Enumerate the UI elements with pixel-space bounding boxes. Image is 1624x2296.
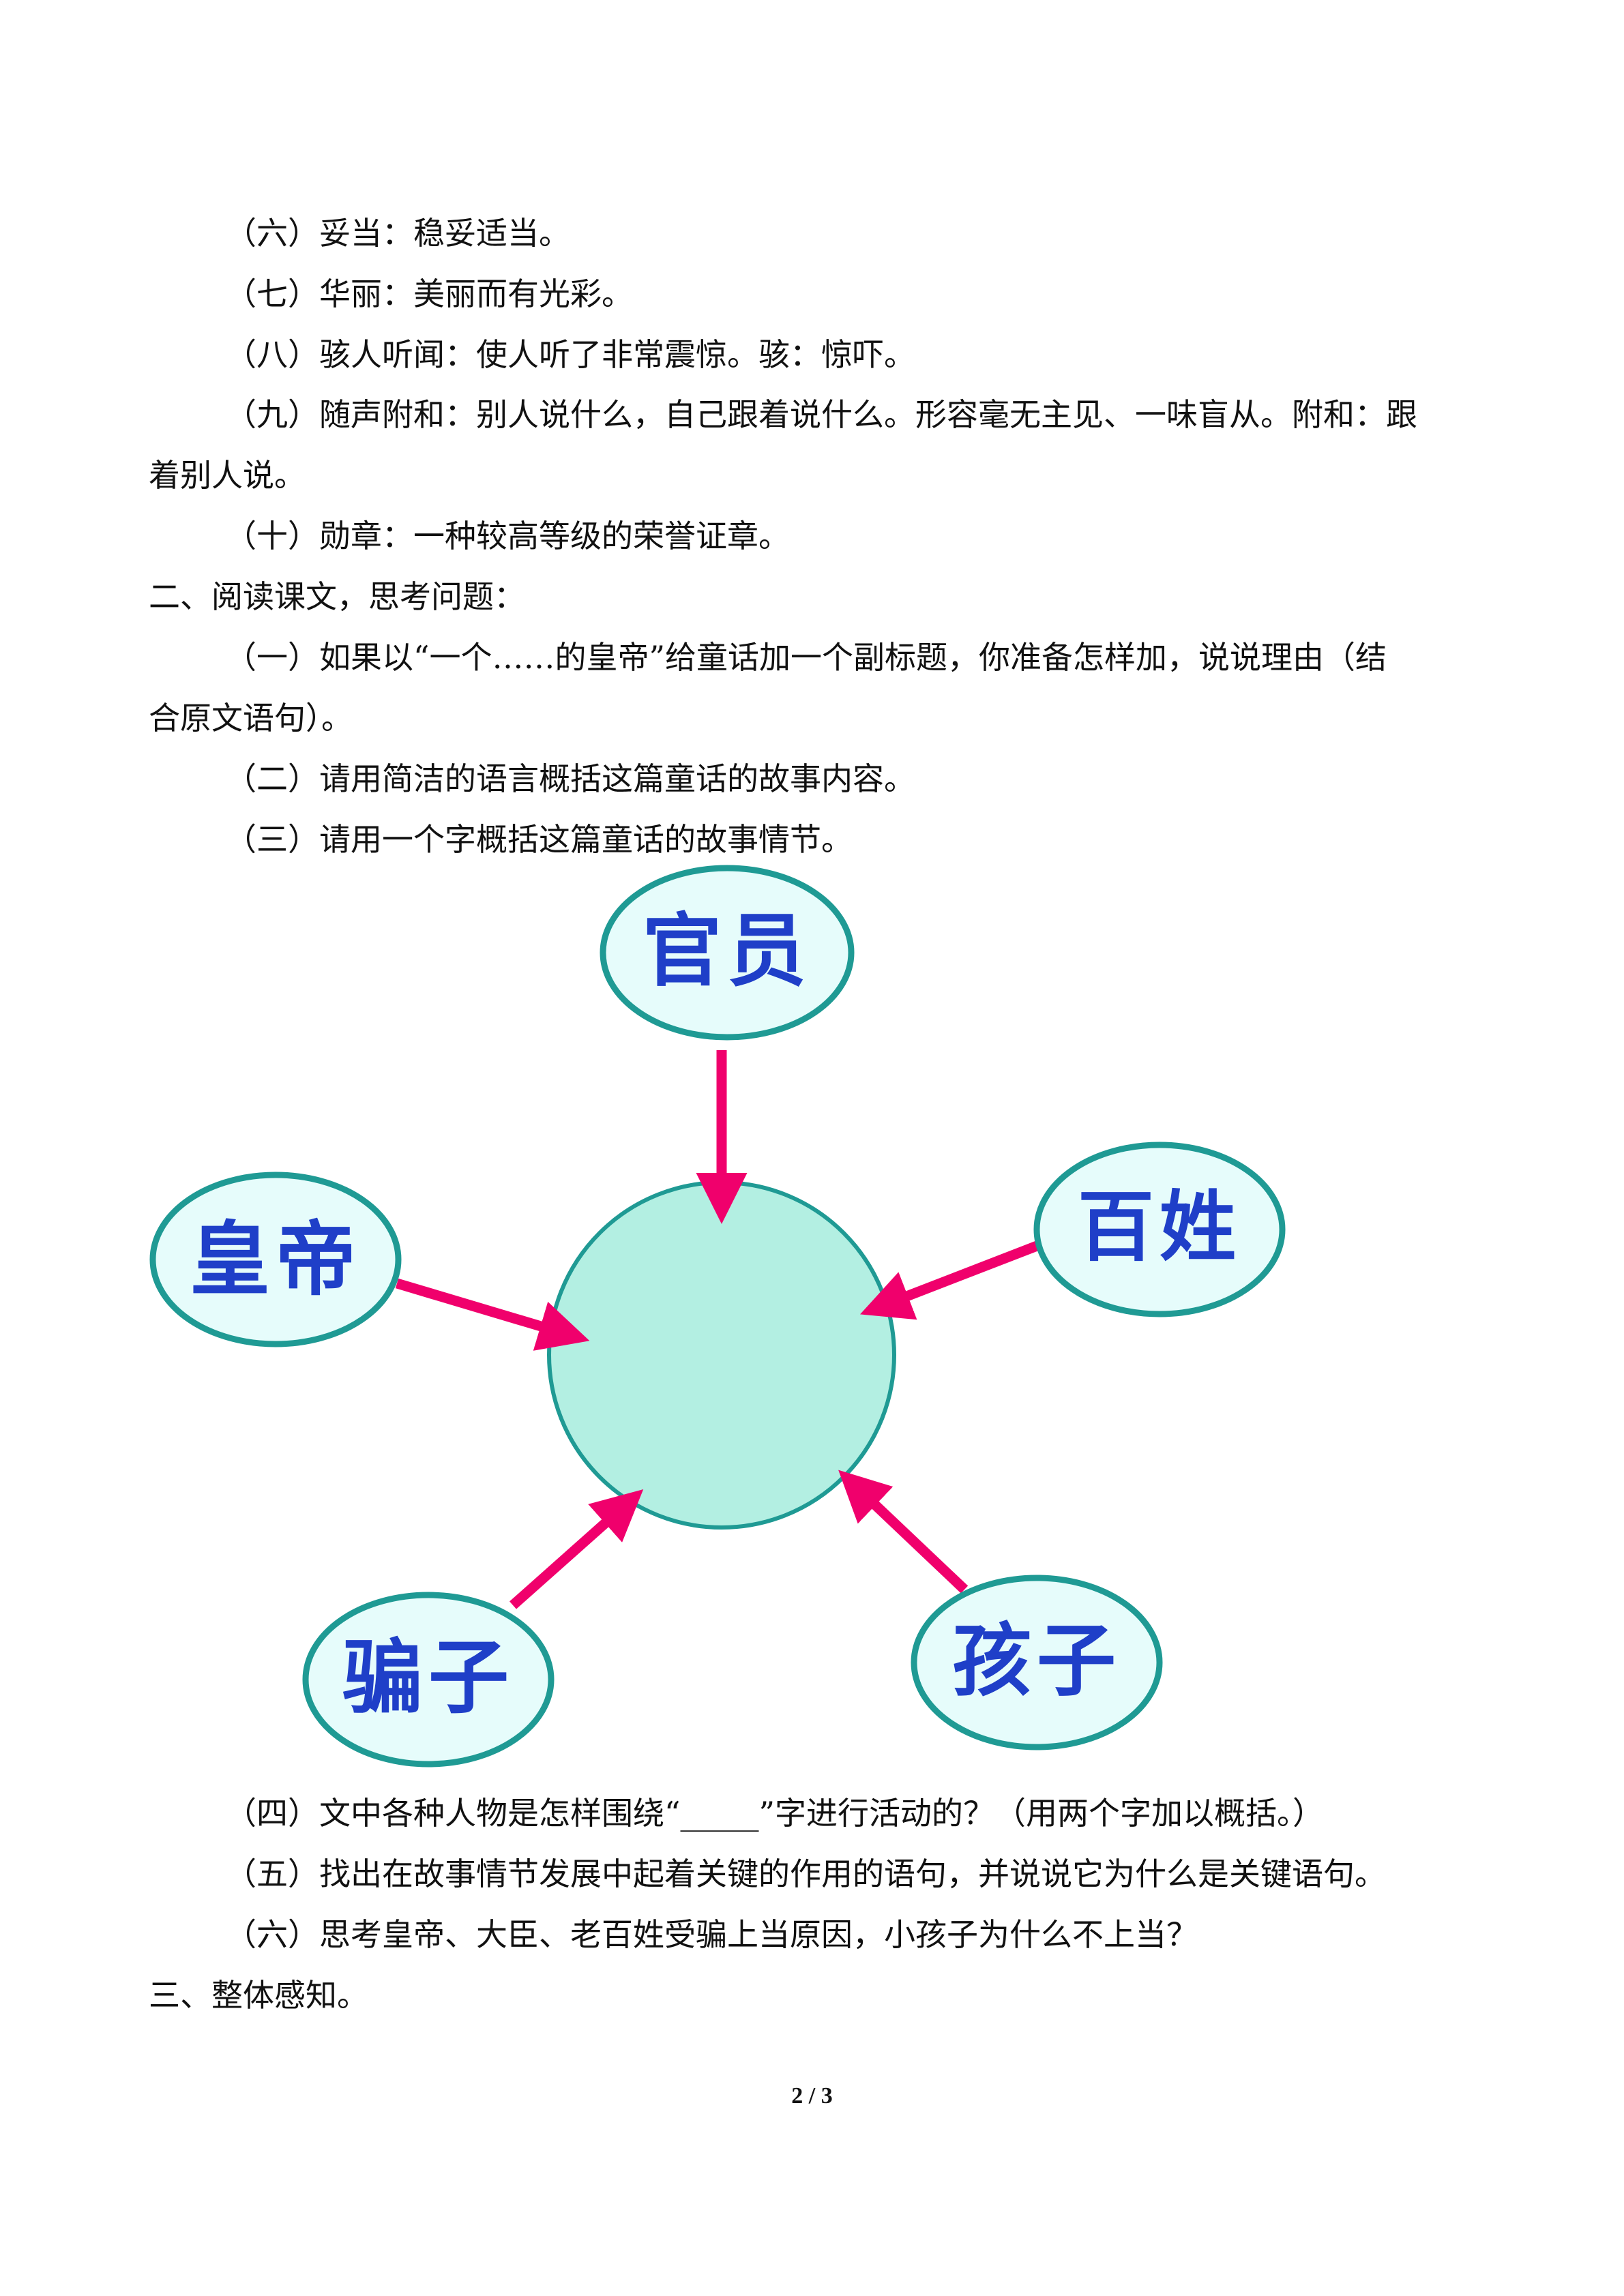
node-commoners-label: 百姓 — [1078, 1183, 1241, 1272]
question-3: （三）请用一个字概括这篇童话的故事情节。 — [225, 821, 853, 858]
center-circle — [547, 1180, 896, 1530]
node-child-label: 孩子 — [952, 1615, 1121, 1708]
node-child: 孩子 — [911, 1575, 1163, 1750]
question-1: （一）如果以“一个……的皇帝”给童话加一个副标题，你准备怎样加，说说理由（结 — [225, 639, 1387, 676]
arrow-from-swindlers — [510, 1489, 644, 1609]
page-number: 2 / 3 — [791, 2083, 833, 2108]
vocab-item-9: （九）随声附和：别人说什么，自己跟着说什么。形容毫无主见、一味盲从。附和：跟 — [225, 396, 1417, 433]
vocab-item-10: （十）勋章：一种较高等级的荣誉证章。 — [225, 518, 790, 554]
node-officials-label: 官员 — [643, 906, 812, 998]
node-swindlers: 骗子 — [302, 1592, 555, 1768]
question-1-continued: 合原文语句）。 — [149, 700, 353, 736]
node-officials: 官员 — [600, 865, 855, 1041]
vocab-item-9-continued: 着别人说。 — [149, 457, 306, 494]
vocab-item-7: （七）华丽：美丽而有光彩。 — [225, 275, 633, 312]
question-5: （五）找出在故事情节发展中起着关键的作用的语句，并说说它为什么是关键语句。 — [225, 1855, 1386, 1892]
vocab-item-8: （八）骇人听闻：使人听了非常震惊。骇：惊吓。 — [225, 336, 915, 373]
arrow-from-emperor — [395, 1278, 590, 1351]
node-officials-ellipse — [600, 865, 855, 1041]
node-commoners-ellipse — [1033, 1142, 1286, 1317]
section-2-heading: 二、阅读课文，思考问题： — [149, 578, 525, 615]
node-emperor-label: 皇帝 — [190, 1212, 361, 1307]
node-child-ellipse — [911, 1575, 1163, 1750]
question-2: （二）请用简洁的语言概括这篇童话的故事内容。 — [225, 760, 915, 797]
arrow-from-child — [838, 1470, 969, 1594]
node-emperor: 皇帝 — [149, 1172, 402, 1347]
node-emperor-ellipse — [149, 1172, 402, 1347]
node-swindlers-label: 骗子 — [342, 1630, 514, 1725]
question-4: （四）文中各种人物是怎样围绕“_____”字进行活动的？（用两个字加以概括。） — [225, 1795, 1325, 1832]
section-3-heading: 三、整体感知。 — [149, 1977, 368, 2014]
node-swindlers-ellipse — [302, 1592, 555, 1768]
node-commoners: 百姓 — [1033, 1142, 1286, 1317]
arrow-from-commoners — [860, 1239, 1044, 1320]
vocab-item-6: （六）妥当：稳妥适当。 — [225, 215, 570, 252]
question-6: （六）思考皇帝、大臣、老百姓受骗上当原因，小孩子为什么不上当？ — [225, 1916, 1198, 1953]
